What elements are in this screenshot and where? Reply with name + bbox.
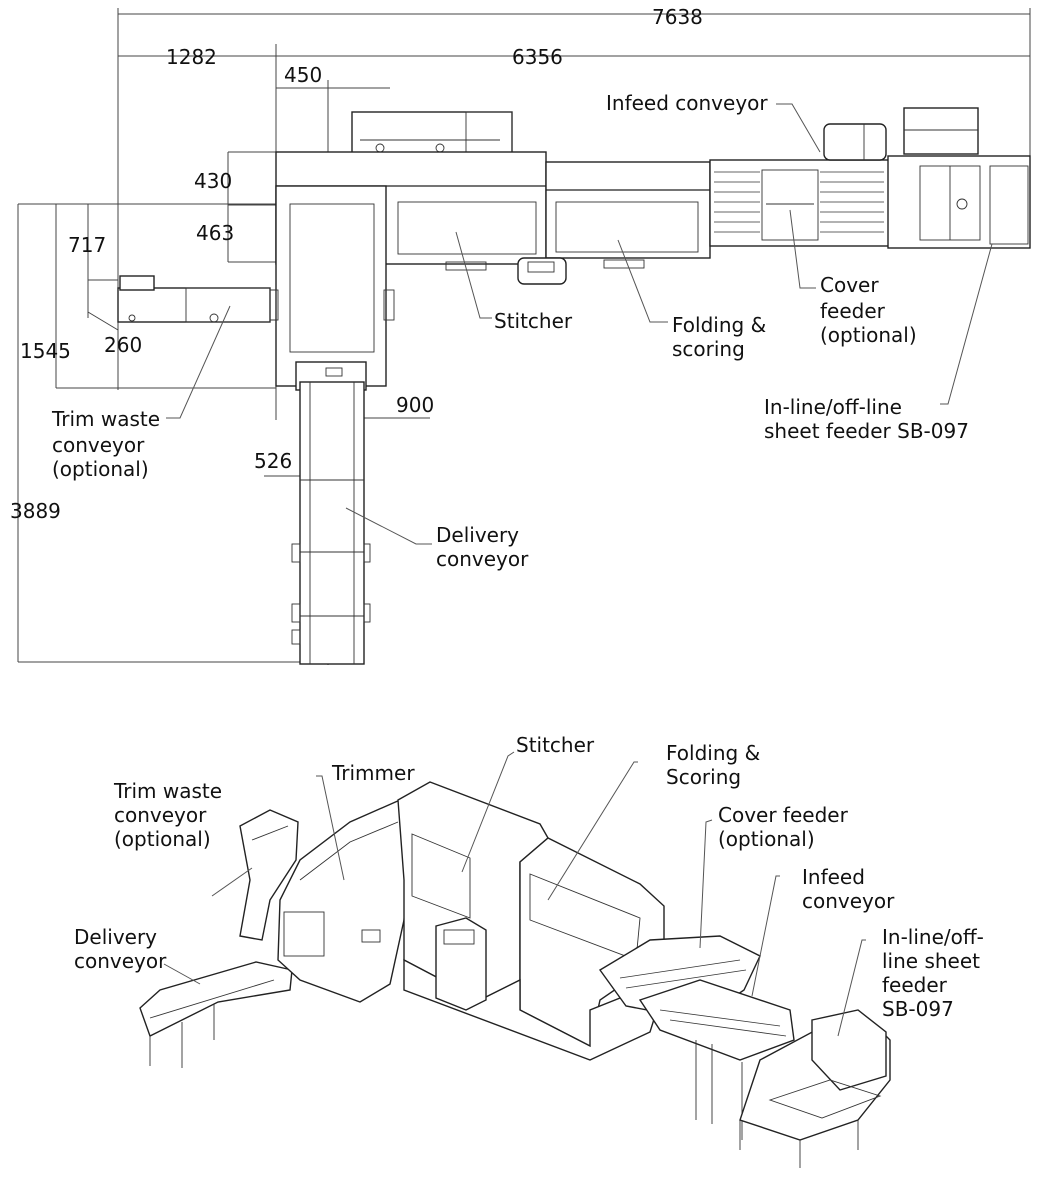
- plan-label-cover-2: feeder: [820, 299, 886, 323]
- iso-label-trimmer: Trimmer: [331, 761, 415, 785]
- plan-label-cover-1: Cover: [820, 273, 879, 297]
- plan-label-sheet-2: sheet feeder SB-097: [764, 419, 969, 443]
- iso-label-sheet-4: SB-097: [882, 997, 954, 1021]
- plan-label-folding-2: scoring: [672, 337, 745, 361]
- iso-label-sheet-2: line sheet: [882, 949, 980, 973]
- plan-label-trim-2: conveyor: [52, 433, 145, 457]
- dim-717: 717: [68, 233, 106, 257]
- iso-label-trim-1: Trim waste: [113, 779, 222, 803]
- iso-label-delivery-1: Delivery: [74, 925, 157, 949]
- iso-machine: [139, 781, 891, 1168]
- dim-526: 526: [254, 449, 292, 473]
- iso-label-infeed-2: conveyor: [802, 889, 895, 913]
- iso-label-sheet-1: In-line/off-: [882, 925, 984, 949]
- isometric-view: Trimmer Stitcher Folding & Scoring Trim …: [74, 733, 984, 1168]
- plan-label-delivery-2: conveyor: [436, 547, 529, 571]
- iso-label-trim-2: conveyor: [114, 803, 207, 827]
- iso-leaders: [163, 751, 866, 1037]
- plan-label-infeed: Infeed conveyor: [606, 91, 768, 115]
- iso-labels: Trimmer Stitcher Folding & Scoring Trim …: [74, 733, 984, 1021]
- iso-label-cover-2: (optional): [718, 827, 815, 851]
- plan-label-cover-3: (optional): [820, 323, 917, 347]
- dim-1282: 1282: [166, 45, 217, 69]
- plan-machine: [117, 107, 1031, 665]
- plan-label-stitcher: Stitcher: [494, 309, 573, 333]
- iso-label-infeed-1: Infeed: [802, 865, 865, 889]
- iso-label-delivery-2: conveyor: [74, 949, 167, 973]
- dim-6356: 6356: [512, 45, 563, 69]
- plan-view: 7638 1282 6356 450 430 463 717 1545 3889: [10, 5, 1031, 665]
- dim-1545: 1545: [20, 339, 71, 363]
- iso-label-folding-2: Scoring: [666, 765, 741, 789]
- dim-463: 463: [196, 221, 234, 245]
- plan-label-delivery-1: Delivery: [436, 523, 519, 547]
- dim-7638: 7638: [652, 5, 703, 29]
- dim-900: 900: [396, 393, 434, 417]
- plan-label-trim-1: Trim waste: [51, 407, 160, 431]
- iso-label-trim-3: (optional): [114, 827, 211, 851]
- iso-label-stitcher: Stitcher: [516, 733, 595, 757]
- plan-label-trim-3: (optional): [52, 457, 149, 481]
- plan-labels: Infeed conveyor Stitcher Folding & scori…: [51, 91, 969, 571]
- iso-label-sheet-3: feeder: [882, 973, 948, 997]
- dim-3889: 3889: [10, 499, 61, 523]
- plan-leaders: [166, 103, 993, 545]
- dim-430: 430: [194, 169, 232, 193]
- dim-260: 260: [104, 333, 142, 357]
- plan-label-folding-1: Folding &: [672, 313, 766, 337]
- dim-450: 450: [284, 63, 322, 87]
- iso-label-cover-1: Cover feeder: [718, 803, 849, 827]
- plan-label-sheet-1: In-line/off-line: [764, 395, 902, 419]
- iso-label-folding-1: Folding &: [666, 741, 760, 765]
